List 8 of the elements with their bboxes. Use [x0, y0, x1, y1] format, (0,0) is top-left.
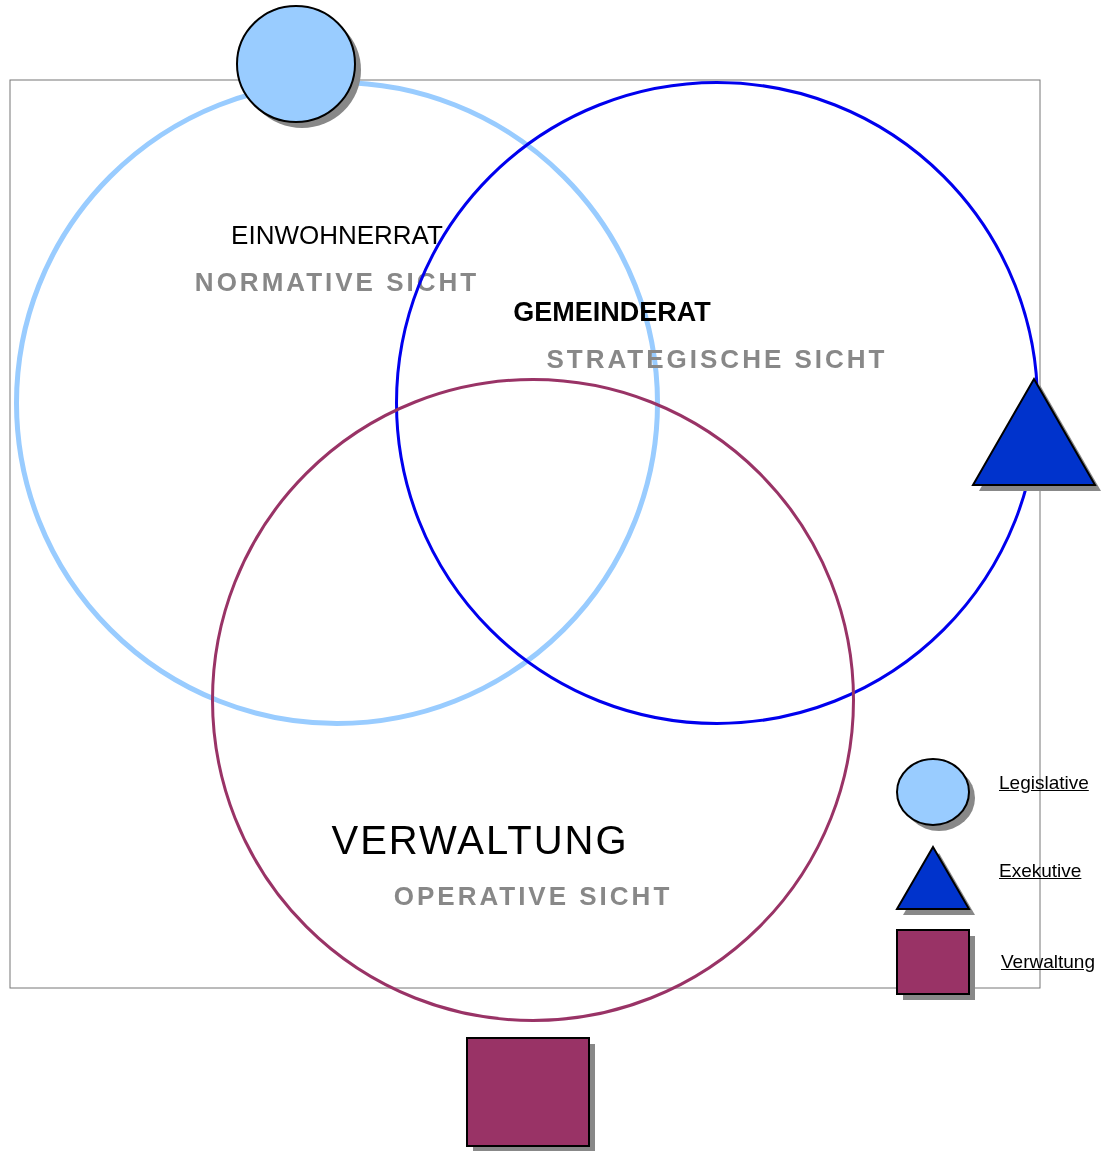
body-name: GEMEINDERAT [513, 297, 711, 328]
body-name: EINWOHNERRAT [231, 220, 443, 251]
view-circle [211, 378, 855, 1022]
legend-label: Verwaltung [1001, 951, 1095, 973]
body-name: VERWALTUNG [331, 818, 629, 863]
legend-label: Legislative [999, 772, 1089, 794]
legend-label: Exekutive [999, 860, 1082, 882]
view-subtitle: OPERATIVE SICHT [393, 881, 673, 912]
